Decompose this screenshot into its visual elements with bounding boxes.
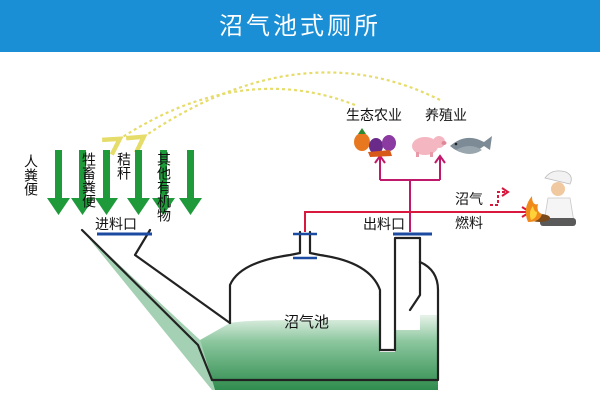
fuel-label: 燃料 — [455, 215, 483, 232]
fire-icon — [525, 196, 542, 222]
gas-valves — [293, 232, 317, 260]
vegetables-icon — [354, 128, 396, 157]
breeding-label: 养殖业 — [425, 107, 467, 124]
input-livestock-manure: 牲畜粪便 — [80, 152, 96, 209]
gas-label: 沼气 — [455, 192, 483, 208]
input-arrows — [47, 150, 202, 215]
page-title: 沼气池式厕所 — [219, 12, 381, 40]
outlet-label: 出料口 — [363, 217, 405, 233]
input-labels: 人粪便 牲畜粪便 秸秆 其他有机物 — [22, 152, 171, 223]
pig-icon — [412, 136, 447, 157]
slurry-fill — [82, 230, 438, 390]
inlet-label: 进料口 — [95, 217, 137, 233]
digester-outline — [80, 228, 440, 382]
cook-icon — [530, 170, 576, 226]
input-human-manure: 人粪便 — [22, 154, 38, 197]
fish-icon — [450, 136, 492, 154]
title-banner — [0, 0, 600, 52]
gas-pipe — [304, 187, 532, 232]
eco-farming-label: 生态农业 — [346, 108, 402, 124]
input-straw: 秸秆 — [115, 152, 131, 180]
digester-label: 沼气池 — [284, 313, 329, 331]
input-other-organic: 其他有机物 — [155, 152, 171, 223]
recycle-arrows — [118, 71, 441, 140]
